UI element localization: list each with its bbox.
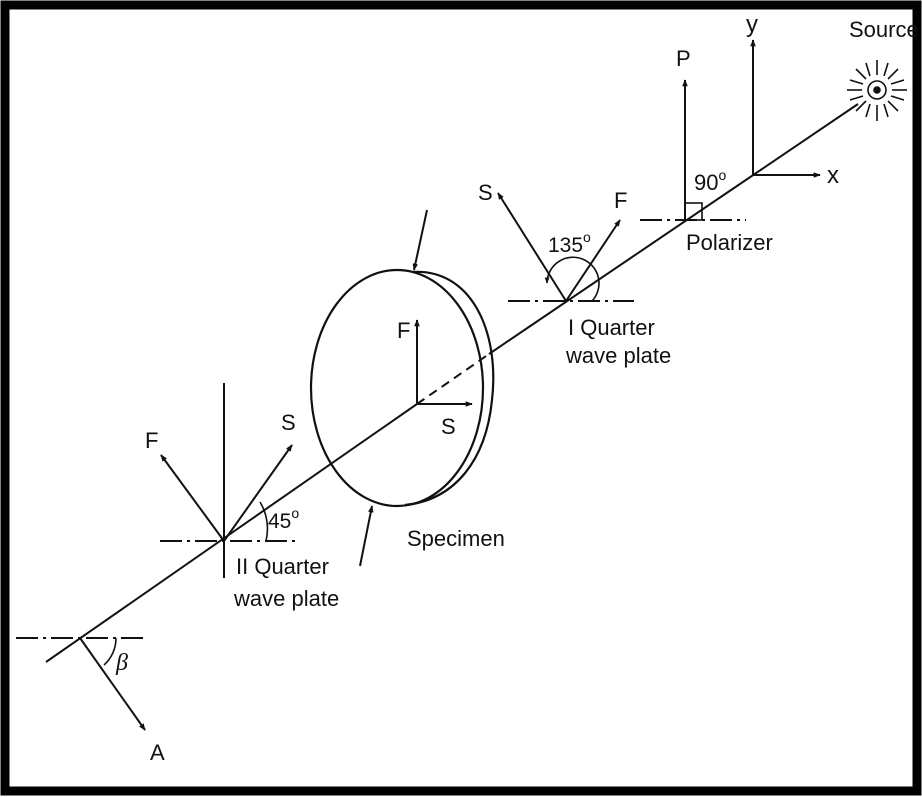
- qwp1-slow-axis-label: S: [478, 180, 493, 205]
- qwp2-label-line1: II Quarter: [236, 554, 329, 579]
- qwp2-angle-label: 45o: [268, 505, 299, 533]
- specimen-fast-axis-label: F: [397, 318, 410, 343]
- analyzer-axis-label: A: [150, 740, 165, 765]
- qwp1-angle-label: 135o: [548, 229, 591, 257]
- source-label: Source: [849, 17, 919, 42]
- qwp2-label-line2: wave plate: [233, 586, 339, 611]
- qwp2-fast-axis-label: F: [145, 428, 158, 453]
- specimen-pointer-top: [412, 209, 428, 271]
- qwp1-label-line1: I Quarter: [568, 315, 655, 340]
- x-axis-label: x: [827, 162, 839, 189]
- qwp1-fast-axis-label: F: [614, 188, 627, 213]
- optical-axis: [45, 103, 859, 663]
- qwp2-slow-axis-label: S: [281, 410, 296, 435]
- specimen-label: Specimen: [407, 526, 505, 551]
- xy-axes: [750, 39, 821, 178]
- specimen-pointer-bottom: [359, 505, 374, 567]
- polarizer-axis-label: P: [676, 46, 691, 71]
- analyzer-angle-label: β: [115, 650, 128, 676]
- y-axis-label: y: [746, 11, 758, 38]
- specimen-slow-axis-label: S: [441, 414, 456, 439]
- light-source: [847, 60, 907, 121]
- polarizer-angle-label: 90o: [694, 167, 726, 195]
- specimen-disc: [309, 268, 495, 508]
- qwp1-label-line2: wave plate: [565, 343, 671, 368]
- polarizer: [640, 79, 746, 221]
- specimen-axes: [414, 319, 473, 407]
- analyzer: [16, 637, 146, 731]
- first-quarter-wave-plate: [497, 192, 634, 302]
- polarizer-label: Polarizer: [686, 230, 773, 255]
- second-quarter-wave-plate: [160, 383, 296, 578]
